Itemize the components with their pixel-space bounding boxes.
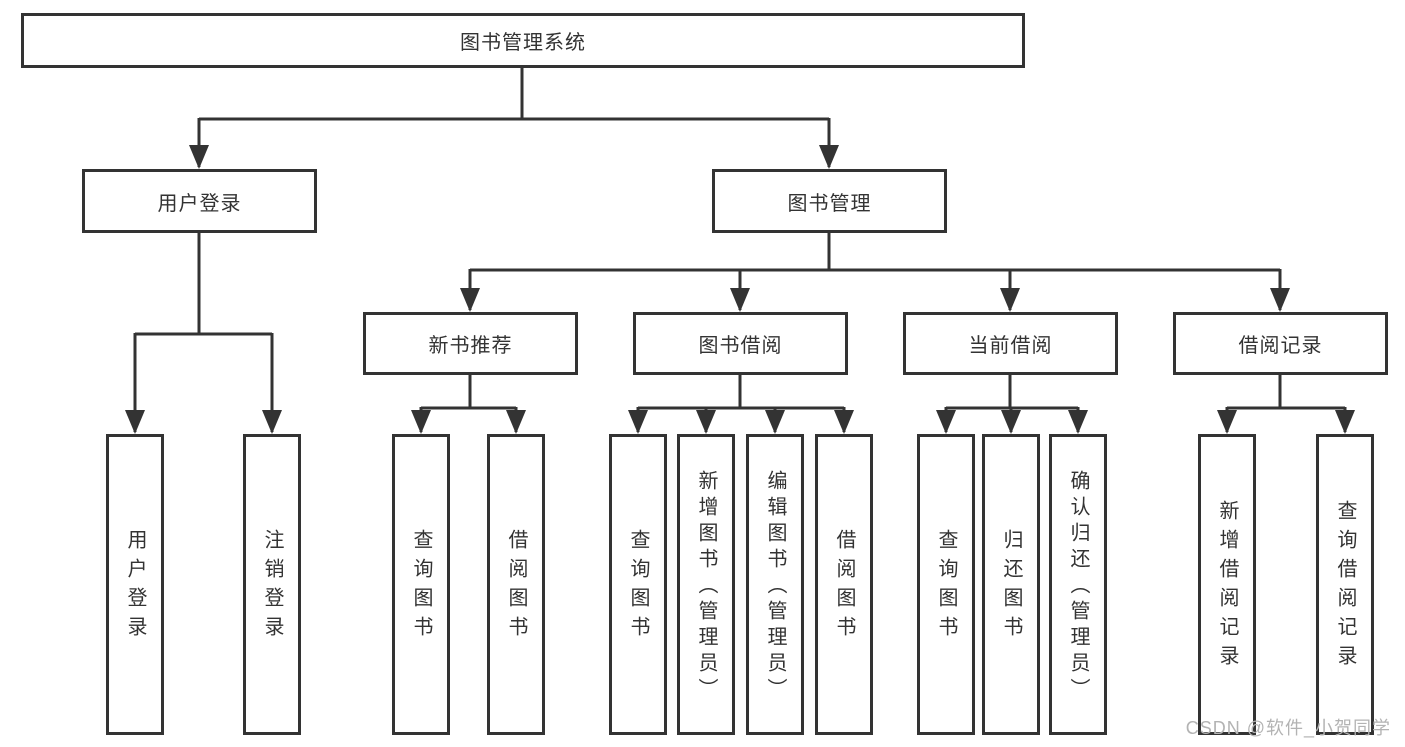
leaf-query-borrow-record: 查询借阅记录	[1316, 434, 1374, 735]
leaf-edit-books-admin: 编辑图书（管理员）	[746, 434, 804, 735]
node-book-management: 图书管理	[712, 169, 947, 233]
leaf-logout-login: 注销登录	[243, 434, 301, 735]
leaf-add-borrow-record: 新增借阅记录	[1198, 434, 1256, 735]
leaf-confirm-return-admin: 确认归还（管理员）	[1049, 434, 1107, 735]
leaf-return-books: 归还图书	[982, 434, 1040, 735]
leaf-borrow-books-recommend: 借阅图书	[487, 434, 545, 735]
node-new-book-recommendation: 新书推荐	[363, 312, 578, 375]
csdn-watermark: CSDN @软件_小贺同学	[1185, 718, 1391, 738]
leaf-query-books-recommend: 查询图书	[392, 434, 450, 735]
leaf-borrow-books-borrowing: 借阅图书	[815, 434, 873, 735]
leaf-user-login: 用户登录	[106, 434, 164, 735]
node-library-management-system: 图书管理系统	[21, 13, 1025, 68]
node-current-borrowing: 当前借阅	[903, 312, 1118, 375]
node-user-login: 用户登录	[82, 169, 317, 233]
leaf-query-books-current: 查询图书	[917, 434, 975, 735]
leaf-add-books-admin: 新增图书（管理员）	[677, 434, 735, 735]
node-borrowing-records: 借阅记录	[1173, 312, 1388, 375]
node-book-borrowing: 图书借阅	[633, 312, 848, 375]
leaf-query-books-borrowing: 查询图书	[609, 434, 667, 735]
